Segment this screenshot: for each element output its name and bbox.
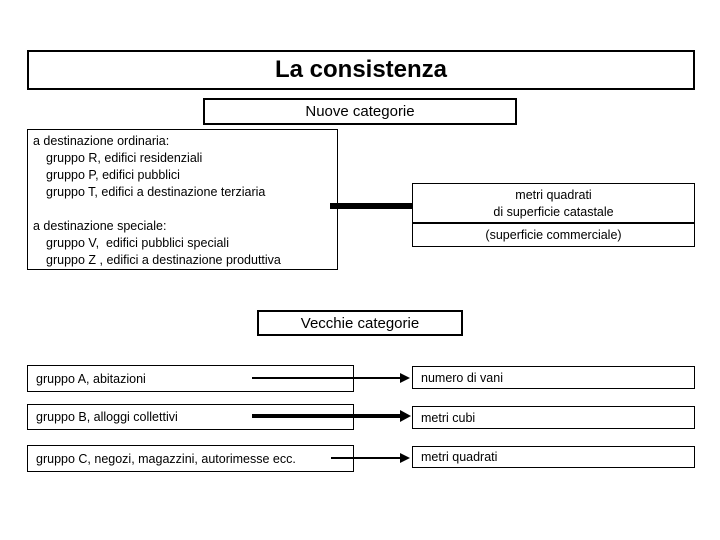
gruppo-c-label: gruppo C, negozi, magazzini, autorimesse… [36,451,296,466]
gruppo-a-label: gruppo A, abitazioni [36,371,146,386]
numero-di-vani-label: numero di vani [421,370,503,385]
arrow-gruppo-c-head-icon [400,453,410,463]
line-gruppo-p: gruppo P, edifici pubblici [46,168,180,182]
metri-cubi-label: metri cubi [421,410,476,425]
gruppo-c-box: gruppo C, negozi, magazzini, autorimesse… [27,445,354,472]
line-gruppo-r: gruppo R, edifici residenziali [46,151,203,165]
line-blank [33,201,333,218]
metri-quadrati-label: metri quadrati [421,450,498,464]
superficie-commerciale-box: (superficie commerciale) [412,223,695,247]
nuove-groups-box: a destinazione ordinaria: gruppo R, edif… [27,129,338,270]
line-gruppo-v: gruppo V, edifici pubblici speciali [46,236,229,250]
arrow-nuove-shaft [330,203,414,209]
line-gruppo-z: gruppo Z , edifici a destinazione produt… [46,253,281,267]
line-destinazione-ordinaria: a destinazione ordinaria: [33,134,170,148]
arrow-gruppo-a-shaft [252,377,400,379]
title-box: La consistenza [27,50,695,90]
nuove-categorie-heading: Nuove categorie [305,103,415,120]
metri-quadrati-line2: di superficie catastale [493,205,614,219]
vecchie-categorie-heading: Vecchie categorie [300,314,420,332]
line-gruppo-t: gruppo T, edifici a destinazione terziar… [46,185,266,199]
arrow-gruppo-b-head-icon [400,410,411,422]
metri-quadrati-catastale-box: metri quadrati di superficie catastale [412,183,695,223]
metri-quadrati-box: metri quadrati [412,446,695,468]
arrow-gruppo-b-shaft [252,414,400,418]
metri-quadrati-line1: metri quadrati [515,188,592,202]
metri-cubi-box: metri cubi [412,406,695,429]
gruppo-b-label: gruppo B, alloggi collettivi [36,410,178,424]
line-destinazione-speciale: a destinazione speciale: [33,219,167,233]
numero-di-vani-box: numero di vani [412,366,695,389]
nuove-categorie-heading-box: Nuove categorie [203,98,517,125]
page-title: La consistenza [274,56,448,83]
vecchie-categorie-heading-box: Vecchie categorie [257,310,463,336]
arrow-gruppo-a-head-icon [400,373,410,383]
arrow-gruppo-c-shaft [331,457,400,459]
superficie-commerciale-label: (superficie commerciale) [485,228,622,242]
